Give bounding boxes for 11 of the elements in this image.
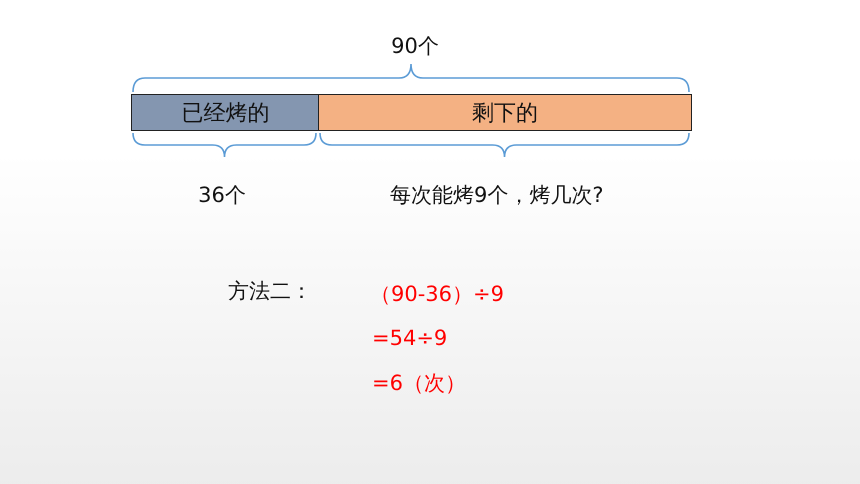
question-text: 每次能烤9个，烤几次? [390, 183, 604, 208]
part-label: 36个 [198, 183, 246, 208]
equation-line: =6（次） [372, 371, 466, 396]
equation-line: （90-36）÷9 [370, 282, 504, 308]
method-heading: 方法二： [228, 279, 312, 304]
bar-segment [131, 94, 320, 131]
total-label: 90个 [391, 34, 439, 60]
bar-segment [318, 94, 692, 131]
equation-line: =54÷9 [372, 326, 448, 352]
bar-segment-label: 已经烤的 [182, 100, 270, 128]
bar-segment-label: 剩下的 [472, 100, 538, 128]
